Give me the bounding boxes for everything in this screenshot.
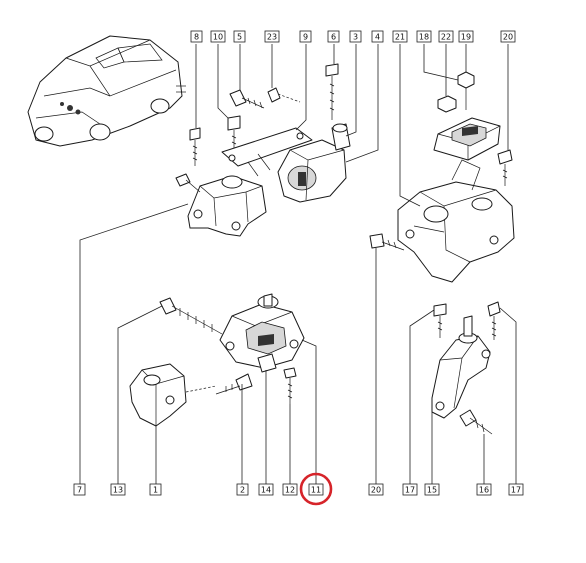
callout-16: 16 [476, 483, 492, 496]
callout-11-highlighted: 11 [299, 472, 333, 506]
callout-19: 19 [458, 30, 474, 43]
callout-14: 14 [258, 483, 274, 496]
callout-9: 9 [299, 30, 312, 43]
callout-15: 15 [424, 483, 440, 496]
callout-2: 2 [236, 483, 249, 496]
svg-text:22: 22 [441, 33, 451, 42]
callout-7: 7 [73, 483, 86, 496]
svg-text:16: 16 [479, 486, 489, 495]
svg-text:19: 19 [461, 33, 471, 42]
callout-17-right: 17 [508, 483, 524, 496]
callout-4: 4 [371, 30, 384, 43]
callout-18: 18 [416, 30, 432, 43]
svg-text:21: 21 [395, 33, 405, 42]
callout-17-left: 17 [402, 483, 418, 496]
callout-13: 13 [110, 483, 126, 496]
callout-5: 5 [233, 30, 246, 43]
callout-20-top: 20 [500, 30, 516, 43]
svg-text:20: 20 [371, 486, 381, 495]
callout-21: 21 [392, 30, 408, 43]
svg-text:15: 15 [427, 486, 437, 495]
callout-1: 1 [149, 483, 162, 496]
callout-10: 10 [210, 30, 226, 43]
svg-text:5: 5 [237, 33, 242, 42]
svg-text:17: 17 [511, 486, 521, 495]
svg-text:1: 1 [153, 486, 158, 495]
svg-text:17: 17 [405, 486, 415, 495]
upper-left-engine-mount-assembly [175, 63, 351, 237]
lower-right-torque-rod-assembly [431, 301, 501, 435]
callout-12: 12 [282, 483, 298, 496]
svg-text:4: 4 [375, 33, 380, 42]
svg-text:8: 8 [194, 33, 199, 42]
svg-text:9: 9 [303, 33, 308, 42]
svg-text:10: 10 [213, 33, 223, 42]
car-illustration [27, 35, 186, 147]
svg-text:12: 12 [285, 486, 295, 495]
red-highlight-circle [299, 472, 333, 506]
callout-22: 22 [438, 30, 454, 43]
svg-text:2: 2 [240, 486, 245, 495]
callout-23: 23 [264, 30, 280, 43]
svg-text:3: 3 [353, 33, 358, 42]
top-callouts: 8 10 5 23 9 6 3 4 21 18 22 19 20 [190, 30, 516, 43]
leader-lines [79, 44, 517, 484]
svg-text:14: 14 [261, 486, 271, 495]
svg-text:18: 18 [419, 33, 429, 42]
svg-text:20: 20 [503, 33, 513, 42]
svg-text:6: 6 [331, 33, 336, 42]
svg-text:23: 23 [267, 33, 277, 42]
callout-6: 6 [327, 30, 340, 43]
callout-3: 3 [349, 30, 362, 43]
callout-8: 8 [190, 30, 203, 43]
bottom-callouts: 7 13 1 2 14 12 11 20 17 15 16 17 [73, 472, 524, 506]
upper-right-gearbox-mount-assembly [369, 71, 515, 283]
lower-left-engine-mount-assembly [129, 293, 305, 427]
callout-20-bottom: 20 [368, 483, 384, 496]
svg-text:13: 13 [113, 486, 123, 495]
svg-text:7: 7 [77, 486, 82, 495]
svg-text:11: 11 [311, 486, 321, 495]
